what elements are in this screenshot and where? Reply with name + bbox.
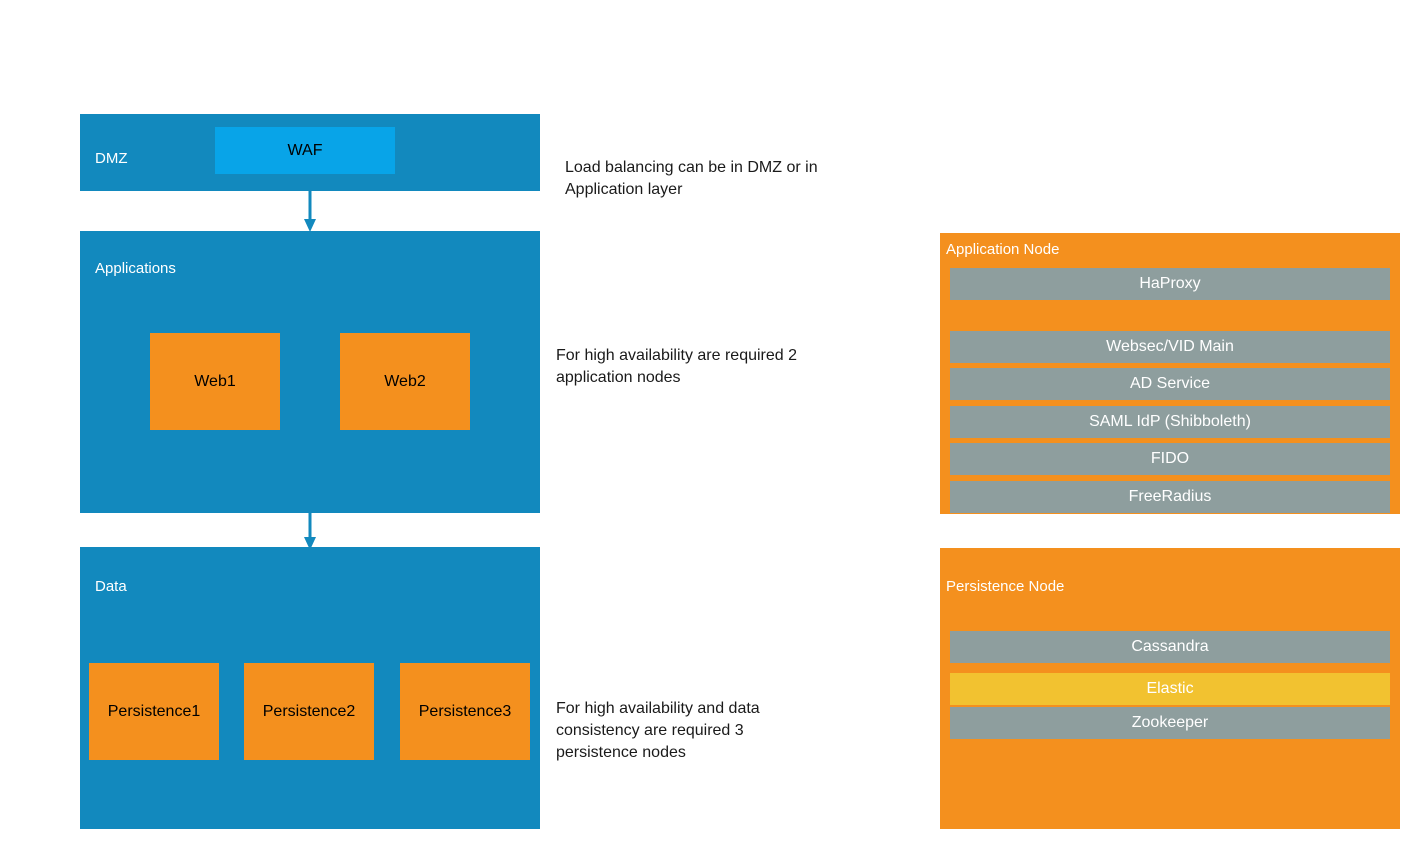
service-zookeeper[interactable]: Zookeeper <box>950 707 1390 739</box>
panel-application-node-label: Application Node <box>946 241 1060 258</box>
annotation-applications-note: For high availability are required 2 app… <box>556 347 798 386</box>
service-saml-idp[interactable]: SAML IdP (Shibboleth) <box>950 406 1390 438</box>
service-elastic[interactable]: Elastic <box>950 673 1390 705</box>
service-ad-service-label: AD Service <box>1129 375 1211 392</box>
component-web2-label: Web2 <box>384 372 426 390</box>
component-waf-label: WAF <box>287 141 323 159</box>
panel-persistence-node-label: Persistence Node <box>946 578 1065 595</box>
service-cassandra[interactable]: Cassandra <box>950 631 1390 663</box>
component-persistence2[interactable]: Persistence2 <box>244 663 374 760</box>
service-websec-vid-main-label: Websec/VID Main <box>1106 338 1234 355</box>
component-persistence3[interactable]: Persistence3 <box>400 663 530 760</box>
service-fido[interactable]: FIDO <box>950 443 1390 475</box>
zone-applications[interactable]: Applications <box>80 231 540 513</box>
component-waf[interactable]: WAF <box>215 127 395 174</box>
service-cassandra-label: Cassandra <box>1131 638 1209 655</box>
arrow-applications-to-data <box>304 511 316 550</box>
component-persistence2-label: Persistence2 <box>262 702 356 720</box>
service-freeradius-label: FreeRadius <box>1128 488 1212 505</box>
service-saml-idp-label: SAML IdP (Shibboleth) <box>1089 413 1251 430</box>
service-zookeeper-label: Zookeeper <box>1131 714 1209 731</box>
component-web1[interactable]: Web1 <box>150 333 280 430</box>
annotation-dmz-note: Load balancing can be in DMZ or in Appli… <box>565 159 818 198</box>
service-websec-vid-main[interactable]: Websec/VID Main <box>950 331 1390 363</box>
service-freeradius[interactable]: FreeRadius <box>950 481 1390 513</box>
arrow-dmz-to-applications <box>304 189 316 232</box>
service-haproxy[interactable]: HaProxy <box>950 268 1390 300</box>
component-web2[interactable]: Web2 <box>340 333 470 430</box>
component-persistence1[interactable]: Persistence1 <box>89 663 219 760</box>
zone-data-label: Data <box>95 578 127 595</box>
component-persistence1-label: Persistence1 <box>107 702 201 720</box>
zone-dmz-label: DMZ <box>95 150 128 167</box>
zone-applications-label: Applications <box>95 260 176 277</box>
component-web1-label: Web1 <box>194 372 236 390</box>
service-fido-label: FIDO <box>1150 450 1190 467</box>
service-elastic-label: Elastic <box>1146 680 1194 697</box>
service-ad-service[interactable]: AD Service <box>950 368 1390 400</box>
service-haproxy-label: HaProxy <box>1139 275 1201 292</box>
annotation-data-note: For high availability and data consisten… <box>556 700 760 761</box>
component-persistence3-label: Persistence3 <box>418 702 512 720</box>
